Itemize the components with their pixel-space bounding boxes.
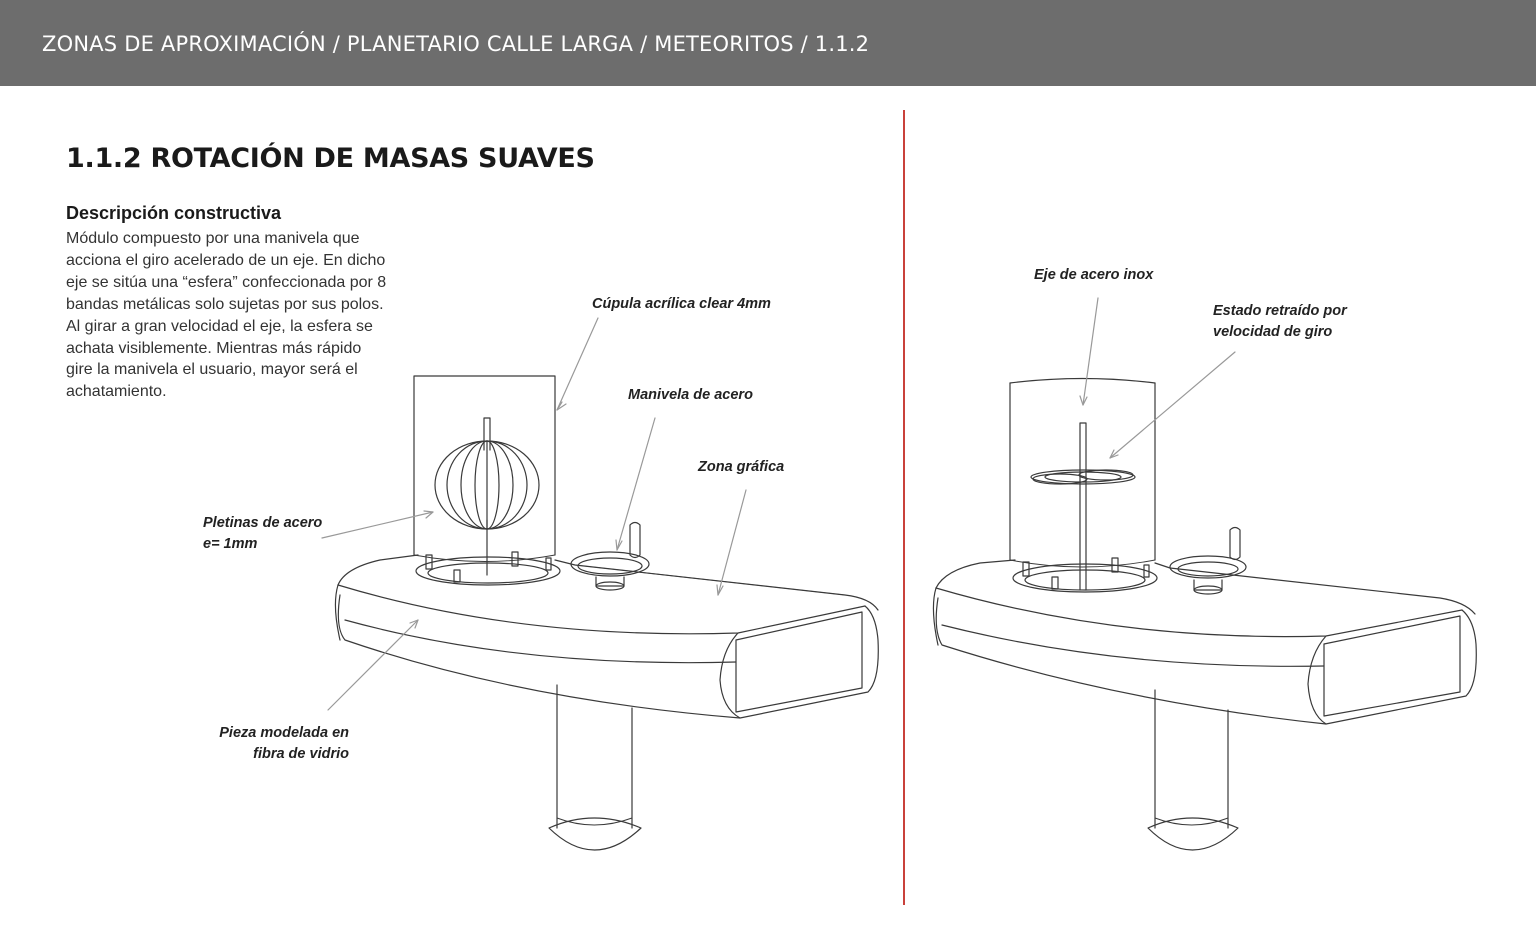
callout-pieza-line2: fibra de vidrio <box>253 746 349 762</box>
description-line: Al girar a gran velocidad el eje, la esf… <box>66 317 373 335</box>
header-bar: ZONAS DE APROXIMACIÓN / PLANETARIO CALLE… <box>0 0 1536 86</box>
page-title: 1.1.2 ROTACIÓN DE MASAS SUAVES <box>66 143 595 174</box>
description-line: achatamiento. <box>66 383 167 401</box>
right-leader-lines <box>1079 297 1236 459</box>
description-line: gire la manivela el usuario, mayor será … <box>66 361 358 379</box>
description-body: Módulo compuesto por una manivela que ac… <box>66 228 406 403</box>
description-line: achata visiblemente. Mientras más rápido <box>66 339 362 357</box>
left-leader-lines <box>321 317 747 711</box>
description-heading: Descripción constructiva <box>66 203 282 223</box>
callout-eje: Eje de acero inox <box>1034 267 1154 283</box>
callout-pieza: Pieza modelada en fibra de vidrio <box>200 723 349 765</box>
description-line: eje se sitúa una “esfera” confeccionada … <box>66 273 387 291</box>
description-line: Módulo compuesto por una manivela que <box>66 230 360 247</box>
callout-estado: Estado retraído por velocidad de giro <box>1213 301 1347 343</box>
description-line: acciona el giro acelerado de un eje. En … <box>66 251 386 269</box>
callout-estado-line1: Estado retraído por <box>1213 303 1347 319</box>
callout-pieza-line1: Pieza modelada en <box>219 725 349 741</box>
callout-zona-grafica: Zona gráfica <box>698 459 785 475</box>
right-module-illustration <box>932 377 1477 851</box>
breadcrumb: ZONAS DE APROXIMACIÓN / PLANETARIO CALLE… <box>42 32 870 56</box>
left-module-illustration <box>334 375 879 851</box>
callout-pletinas-line2: e= 1mm <box>203 536 258 552</box>
callout-estado-line2: velocidad de giro <box>1213 324 1333 340</box>
callout-pletinas: Pletinas de acero e= 1mm <box>203 513 322 555</box>
callout-cupula: Cúpula acrílica clear 4mm <box>592 296 771 312</box>
section-divider <box>903 110 905 905</box>
callout-manivela: Manivela de acero <box>628 387 753 403</box>
description-line: bandas metálicas solo sujetas por sus po… <box>66 295 384 313</box>
callout-pletinas-line1: Pletinas de acero <box>203 515 323 531</box>
